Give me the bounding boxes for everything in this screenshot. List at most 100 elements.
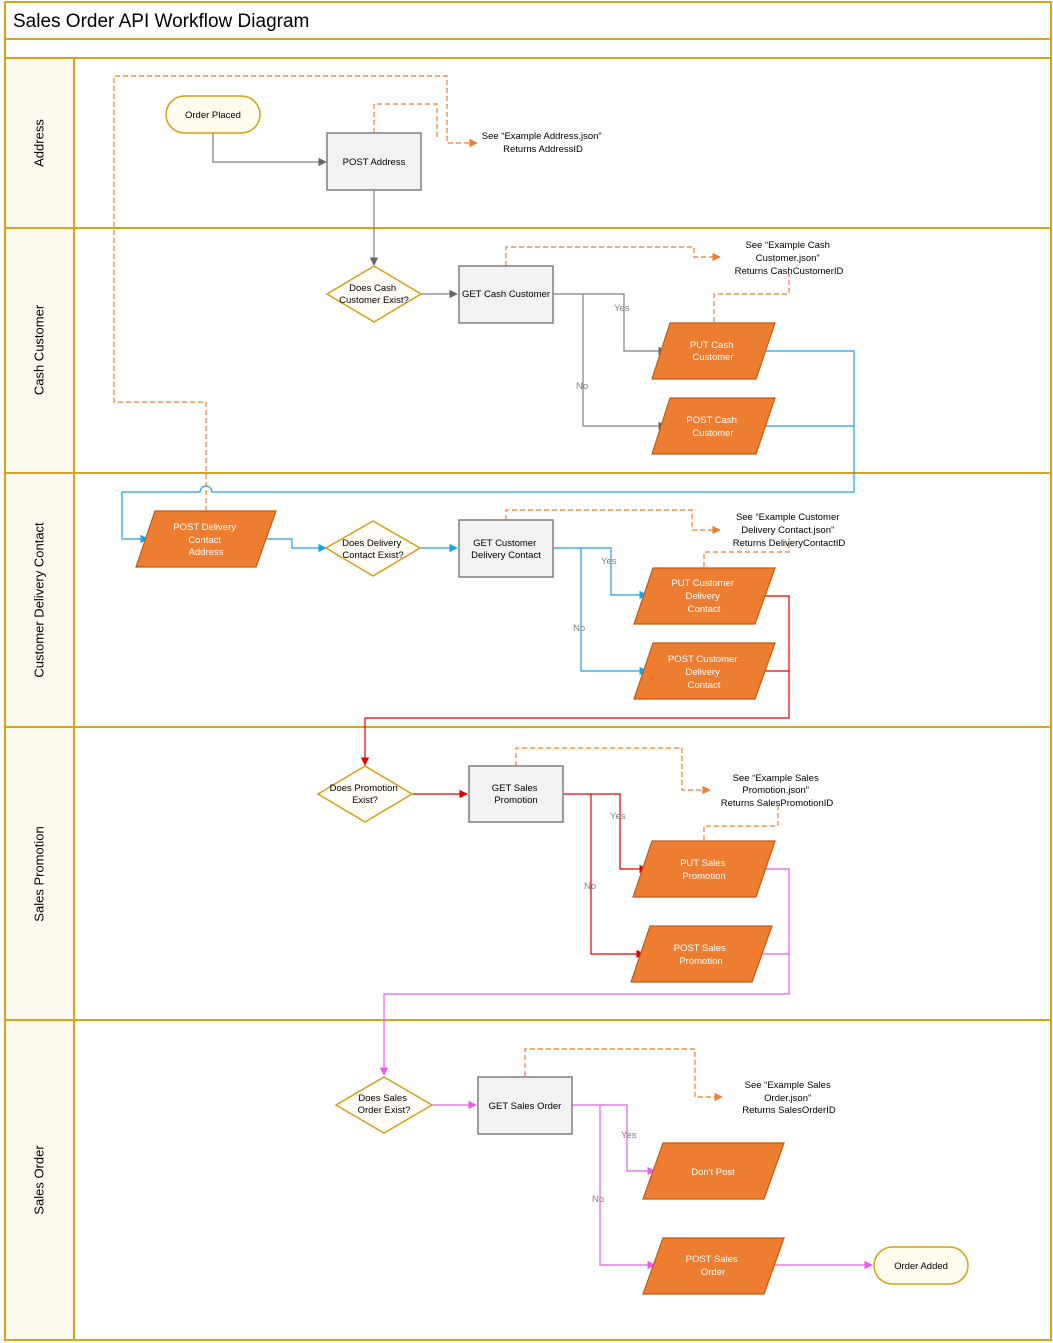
- node-label-line: Customer Exist?: [339, 295, 409, 306]
- lane-label-sales-order: Sales Order: [31, 1145, 46, 1215]
- branch-label-no: No: [576, 381, 588, 392]
- node-label-line: POST Delivery: [173, 522, 236, 533]
- svg-text:PUT Cash Customer: PUT Cash Customer: [690, 340, 736, 363]
- note-cash-customer: See “Example Cash Customer.json” Returns…: [735, 240, 844, 277]
- node-label-line: Order Added: [894, 1261, 948, 1272]
- node-label-line: Does Delivery: [342, 538, 401, 549]
- node-label-line: Delivery Contact: [471, 550, 541, 561]
- note-line: Delivery Contact.json”: [741, 525, 834, 536]
- terminator-order-added: Order Added: [873, 1246, 969, 1285]
- svg-text:Does Sales Order Exist?: Does Sales Order Exist?: [358, 1093, 411, 1116]
- node-label-line: POST Address: [343, 157, 406, 168]
- flow-promotion-to-sales-order: [379, 868, 790, 1076]
- flow-get-delivery-no: [580, 548, 648, 676]
- node-label-line: Delivery: [686, 591, 721, 602]
- lane-label-sales-promotion: Sales Promotion: [31, 826, 46, 921]
- node-label-line: GET Cash Customer: [462, 289, 550, 300]
- node-label-line: Contact: [688, 680, 721, 691]
- node-label-line: Don't Post: [691, 1167, 735, 1178]
- process-get-sales-order: GET Sales Order: [477, 1076, 573, 1135]
- svg-text:See “Example Sales Order: See “Example Sales Order.json” Returns S…: [742, 1080, 836, 1116]
- node-label-line: POST Customer: [668, 654, 738, 665]
- note-line: See “Example Customer: [736, 512, 839, 523]
- note-sales-promotion: See “Example Sales Promotion.json” Retur…: [721, 773, 834, 809]
- note-connector-address-outer: [113, 75, 478, 511]
- svg-text:Order Added: Order Added: [894, 1261, 948, 1272]
- node-label-line: Promotion: [494, 795, 537, 806]
- svg-text:PUT Sales Promotion: PUT Sales Promotion: [680, 858, 728, 882]
- node-label-line: Promotion: [679, 956, 722, 967]
- branch-label-no: No: [584, 881, 596, 892]
- action-post-sales-order: POST Sales Order: [642, 1237, 785, 1295]
- action-dont-post: Don't Post: [642, 1142, 785, 1200]
- note-line: See “Example Address.json”: [482, 131, 602, 142]
- decision-does-delivery-contact-exist: Does Delivery Contact Exist?: [324, 520, 422, 577]
- flow-get-delivery-yes: [553, 547, 648, 600]
- svg-text:PUT Customer Delivery: PUT Customer Delivery Contact: [671, 578, 736, 615]
- note-sales-order: See “Example Sales Order.json” Returns S…: [742, 1080, 836, 1116]
- node-label-line: Address: [189, 547, 224, 558]
- flow-get-promotion-no: [590, 794, 645, 959]
- svg-text:Order Placed: Order Placed: [185, 110, 241, 121]
- note-line: Customer.json”: [756, 253, 820, 264]
- flow-post-delivery-address-to-decision: [266, 538, 327, 553]
- branch-label-yes: Yes: [601, 556, 617, 567]
- svg-text:See “Example Sales Promo: See “Example Sales Promotion.json” Retur…: [721, 773, 834, 809]
- note-connector-delivery-contact: [505, 509, 721, 535]
- node-label-line: Order Placed: [185, 110, 241, 121]
- note-connector-put-sales-promotion: [703, 806, 779, 840]
- svg-text:GET Cash Customer: GET Cash Customer: [462, 289, 550, 300]
- node-label-line: Order Exist?: [358, 1105, 411, 1116]
- note-connector-cash-customer: [505, 246, 721, 266]
- terminator-order-placed: Order Placed: [165, 95, 261, 134]
- note-line: Order.json”: [764, 1093, 811, 1104]
- note-line: Returns DeliveryContactID: [733, 538, 846, 549]
- node-label-line: GET Sales: [492, 783, 538, 794]
- branch-label-yes: Yes: [621, 1130, 637, 1141]
- node-label-line: Does Cash: [349, 283, 396, 294]
- svg-text:GET Sales Promotion: GET Sales Promotion: [492, 783, 540, 806]
- decision-does-sales-order-exist: Does Sales Order Exist?: [334, 1076, 434, 1134]
- node-label-line: PUT Cash: [690, 340, 734, 351]
- node-label-line: Delivery: [686, 667, 721, 678]
- note-delivery-contact: See “Example Customer Delivery Contact.j…: [733, 512, 846, 549]
- node-label-line: Contact: [688, 604, 721, 615]
- flow-get-sales-order-no: [599, 1105, 656, 1270]
- note-line: Returns CashCustomerID: [735, 266, 844, 277]
- note-line: Returns SalesOrderID: [742, 1105, 836, 1116]
- lane-label-cash-customer: Cash Customer: [31, 304, 46, 395]
- action-post-cash-customer: POST Cash Customer: [651, 397, 776, 455]
- svg-text:POST Sales Promotion: POST Sales Promotion: [674, 943, 729, 967]
- swimlane-frame: [4, 1, 1052, 1341]
- action-put-customer-delivery-contact: PUT Customer Delivery Contact: [633, 567, 776, 625]
- process-get-sales-promotion: GET Sales Promotion: [468, 765, 564, 823]
- note-line: Returns SalesPromotionID: [721, 798, 834, 809]
- note-line: Promotion.json”: [742, 785, 809, 796]
- node-label-line: PUT Customer: [671, 578, 734, 589]
- note-connector-put-delivery-contact: [703, 538, 790, 567]
- lane-label-customer-delivery-contact: Customer Delivery Contact: [31, 522, 46, 678]
- flow-cash-customer-to-delivery-contact: [121, 350, 855, 544]
- svg-text:GET Customer Delivery Co: GET Customer Delivery Contact: [471, 538, 541, 561]
- node-label-line: Does Sales: [358, 1093, 407, 1104]
- note-line: Returns AddressID: [503, 144, 583, 155]
- diagram-title: Sales Order API Workflow Diagram: [13, 11, 309, 32]
- action-post-sales-promotion: POST Sales Promotion: [630, 925, 773, 983]
- process-get-cash-customer: GET Cash Customer: [458, 265, 554, 324]
- note-line: See “Example Sales: [733, 773, 819, 784]
- svg-text:GET Sales Order: GET Sales Order: [489, 1101, 562, 1112]
- action-post-customer-delivery-contact: POST Customer Delivery Contact: [633, 642, 776, 700]
- svg-text:See “Example Address.json”: See “Example Address.json” Returns Addre…: [482, 131, 605, 155]
- node-label-line: POST Cash: [686, 415, 737, 426]
- node-label-line: Exist?: [352, 795, 378, 806]
- node-label-line: PUT Sales: [680, 858, 725, 869]
- node-label-line: POST Sales: [686, 1254, 738, 1265]
- node-label-line: Contact Exist?: [342, 550, 403, 561]
- note-line: See “Example Sales: [745, 1080, 831, 1091]
- svg-text:POST Delivery Contact: POST Delivery Contact Address: [173, 522, 238, 558]
- process-get-customer-delivery-contact: GET Customer Delivery Contact: [458, 519, 554, 578]
- note-connector-sales-promotion: [515, 747, 711, 795]
- flow-order-placed-to-post-address: [212, 133, 327, 167]
- node-label-line: Customer: [692, 352, 733, 363]
- action-put-cash-customer: PUT Cash Customer: [651, 322, 776, 380]
